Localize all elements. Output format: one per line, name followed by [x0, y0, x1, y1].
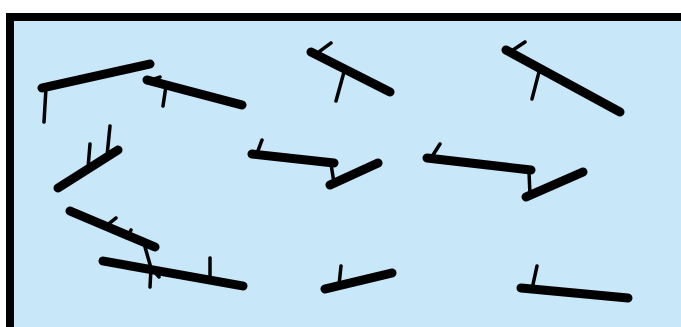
- fiber-1-branch-1: [44, 88, 46, 122]
- fiber-11-branch-3: [150, 268, 151, 287]
- fiber-5-branch-1: [88, 144, 90, 168]
- fiber-9-branch-1: [529, 172, 530, 195]
- fiber-12-branch-1: [339, 266, 341, 285]
